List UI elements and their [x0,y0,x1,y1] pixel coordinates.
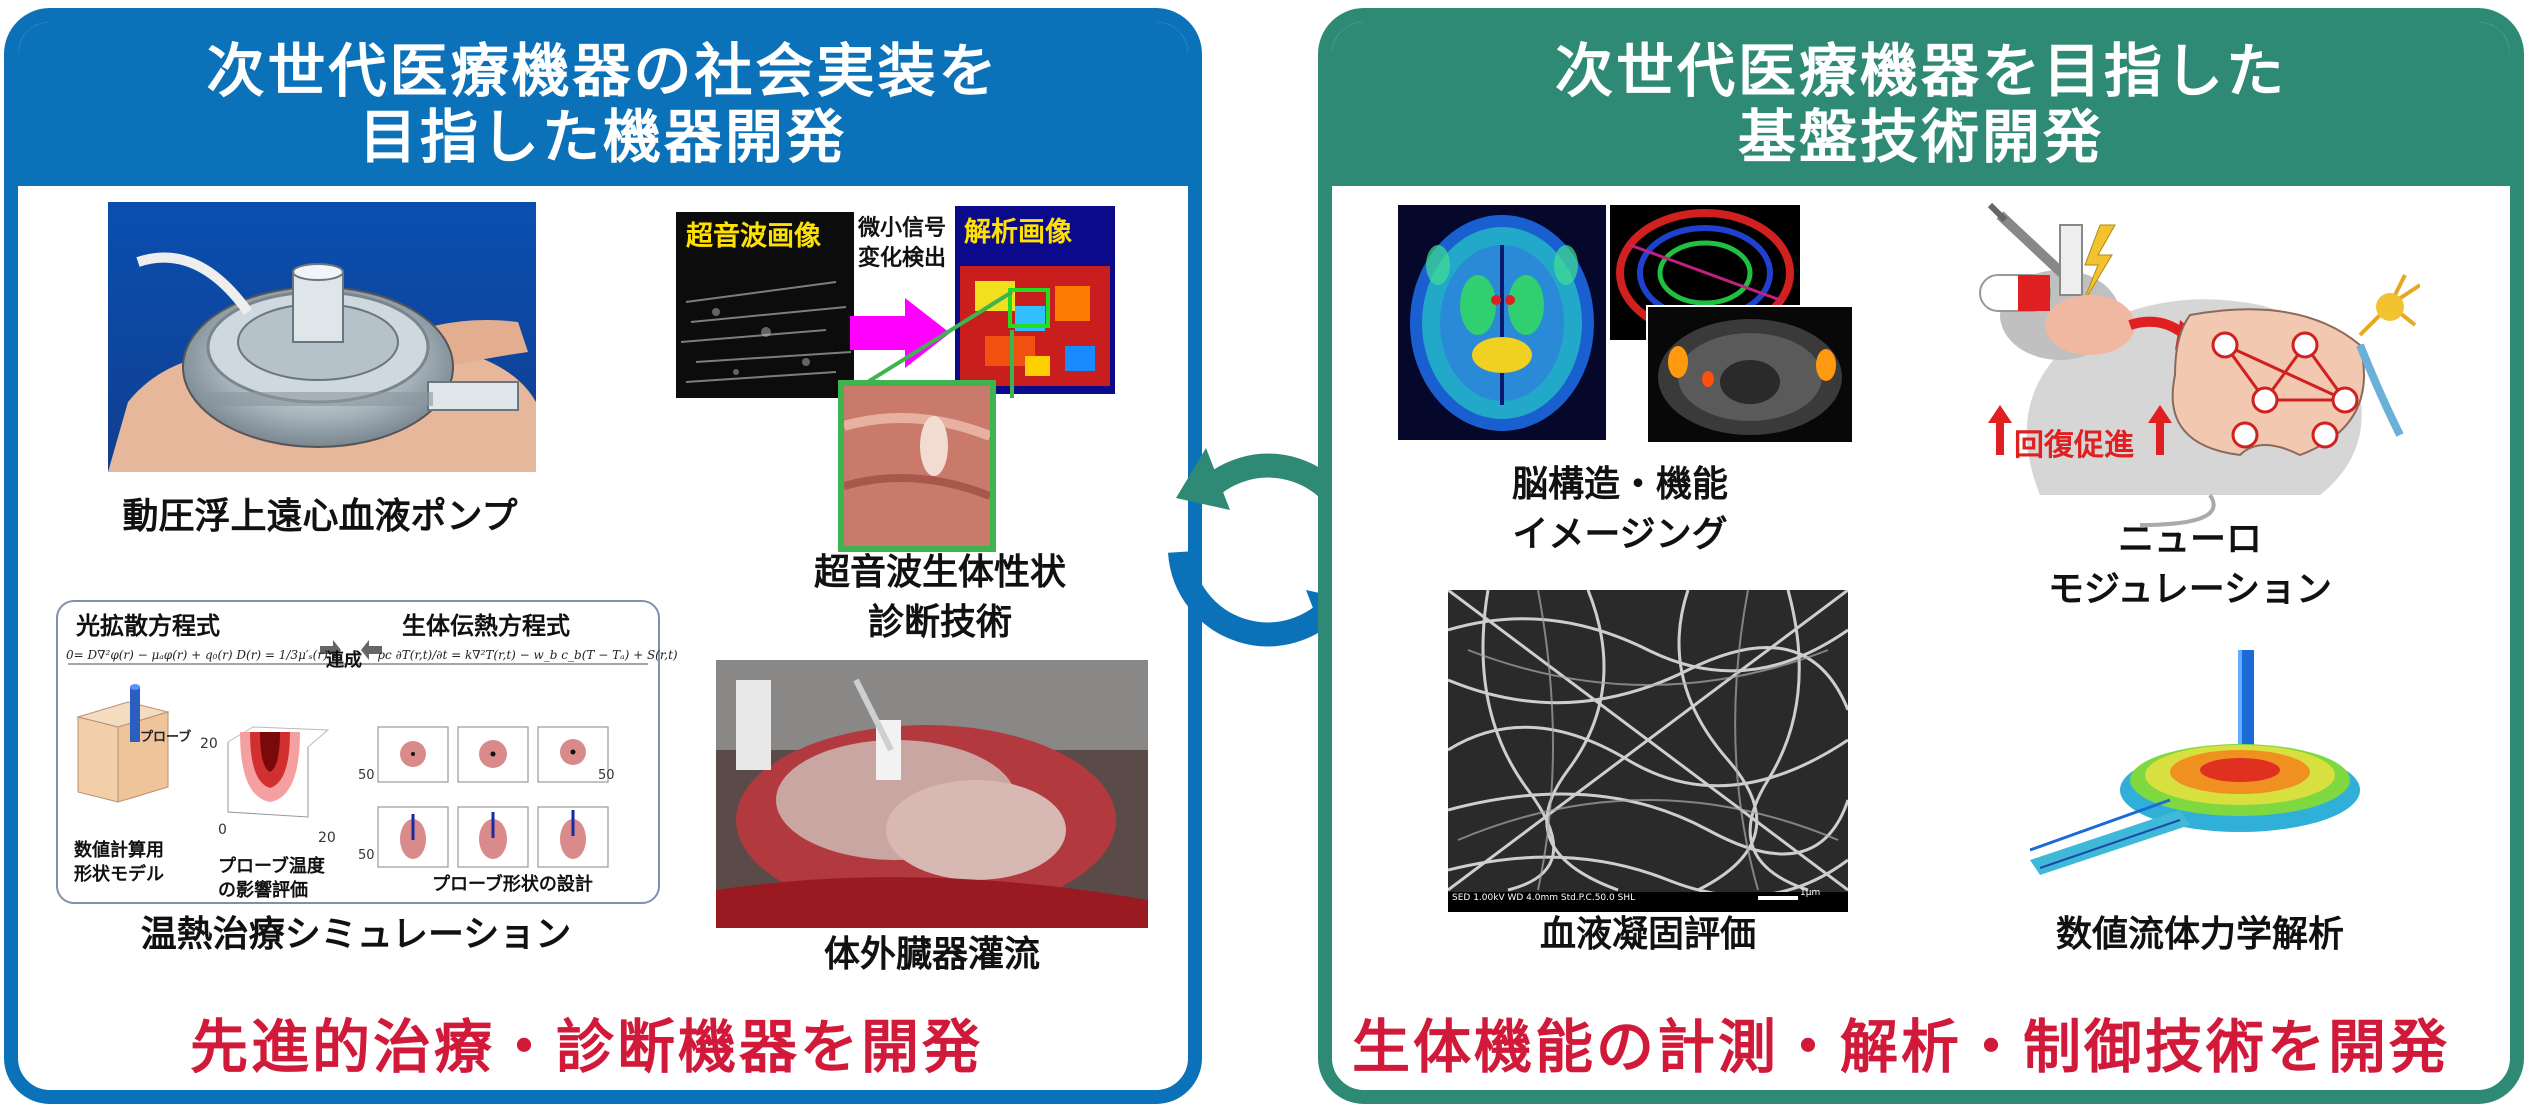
model-label-line1: 数値計算用 [74,840,164,861]
neuromodulation-illustration [1960,195,2420,535]
blood-pump-photo [108,202,536,472]
neuro-caption-line2: モジュレーション [2047,569,2333,610]
ultrasound-caption-line2: 診断技術 [867,602,1012,643]
right-title-line1: 次世代医療機器を目指した [1554,37,2287,105]
sem-fibrin-image [1448,590,1848,912]
tick-50-c: 50 [598,768,615,783]
brain-mri-image [1398,205,1606,440]
right-panel: 次世代医療機器を目指した 基盤技術開発 [1318,8,2524,1104]
probe-label: プローブ [140,730,192,745]
left-bottom-title: 先進的治療・診断機器を開発 [190,1013,984,1081]
tick-20-right: 20 [318,830,336,846]
label-signal-line2: 変化検出 [858,246,947,271]
organ-perfusion-photo [716,660,1148,928]
left-panel-header: 次世代医療機器の社会実装を 目指した機器開発 [18,22,1188,186]
brain-caption-line1: 脳構造・機能 [1511,464,1728,505]
couple-label: 連成 [326,650,362,671]
recovery-label: 回復促進 [2014,428,2134,463]
right-title-line2: 基盤技術開発 [1737,103,2104,171]
ultrasound-caption-line1: 超音波生体性状 [813,552,1066,593]
eq2-formula: ρc ∂T(r,t)/∂t = k∇²T(r,t) − w_b c_b(T − … [378,648,678,662]
temp-label-line2: の影響評価 [218,880,308,901]
simulation-caption: 温熱治療シミュレーション [140,914,572,955]
design-label: プローブ形状の設計 [432,874,593,895]
label-signal-line1: 微小信号 [858,216,947,241]
perfusion-caption: 体外臓器灌流 [823,934,1040,975]
label-analysis-image: 解析画像 [964,217,1072,248]
left-panel: 次世代医療機器の社会実装を 目指した機器開発 [4,8,1202,1104]
eq1-formula: 0= D∇²φ(r) − μₐφ(r) + q₀(r) D(r) = 1/3μ′… [66,648,328,662]
left-title-line1: 次世代医療機器の社会実装を [206,37,1000,105]
brain-caption-line2: イメージング [1512,514,1728,555]
brain-fmri-image [1646,305,1854,444]
tick-20-top: 20 [200,736,218,752]
simulation-figure [56,600,660,904]
left-title-line2: 目指した機器開発 [358,103,847,171]
tissue-closeup-image [838,380,996,552]
model-label-line2: 形状モデル [74,864,164,885]
cfd-simulation-image [2030,650,2370,880]
cfd-caption: 数値流体力学解析 [2055,914,2344,955]
temp-label-line1: プローブ温度 [218,856,325,877]
magenta-arrow-icon [850,298,950,368]
sem-footer: SED 1.00kV WD 4.0mm Std.P.C.50.0 SHL [1452,893,1636,903]
sem-scale-bar: 1µm [1800,888,1821,898]
label-ultrasound-image: 超音波画像 [686,221,821,252]
eq1-title: 光拡散方程式 [76,612,220,640]
right-bottom-title: 生体機能の計測・解析・制御技術を開発 [1352,1013,2451,1081]
pump-caption: 動圧浮上遠心血液ポンプ [122,496,518,537]
tick-50-a: 50 [358,768,375,783]
ultrasound-image [676,212,854,398]
eq2-title: 生体伝熱方程式 [402,612,570,640]
tick-0: 0 [218,822,227,838]
sem-caption: 血液凝固評価 [1539,914,1756,955]
neuro-caption-line1: ニューロ [2117,519,2262,560]
analysis-image [955,206,1115,394]
tick-50-b: 50 [358,848,375,863]
right-panel-header: 次世代医療機器を目指した 基盤技術開発 [1332,22,2510,186]
